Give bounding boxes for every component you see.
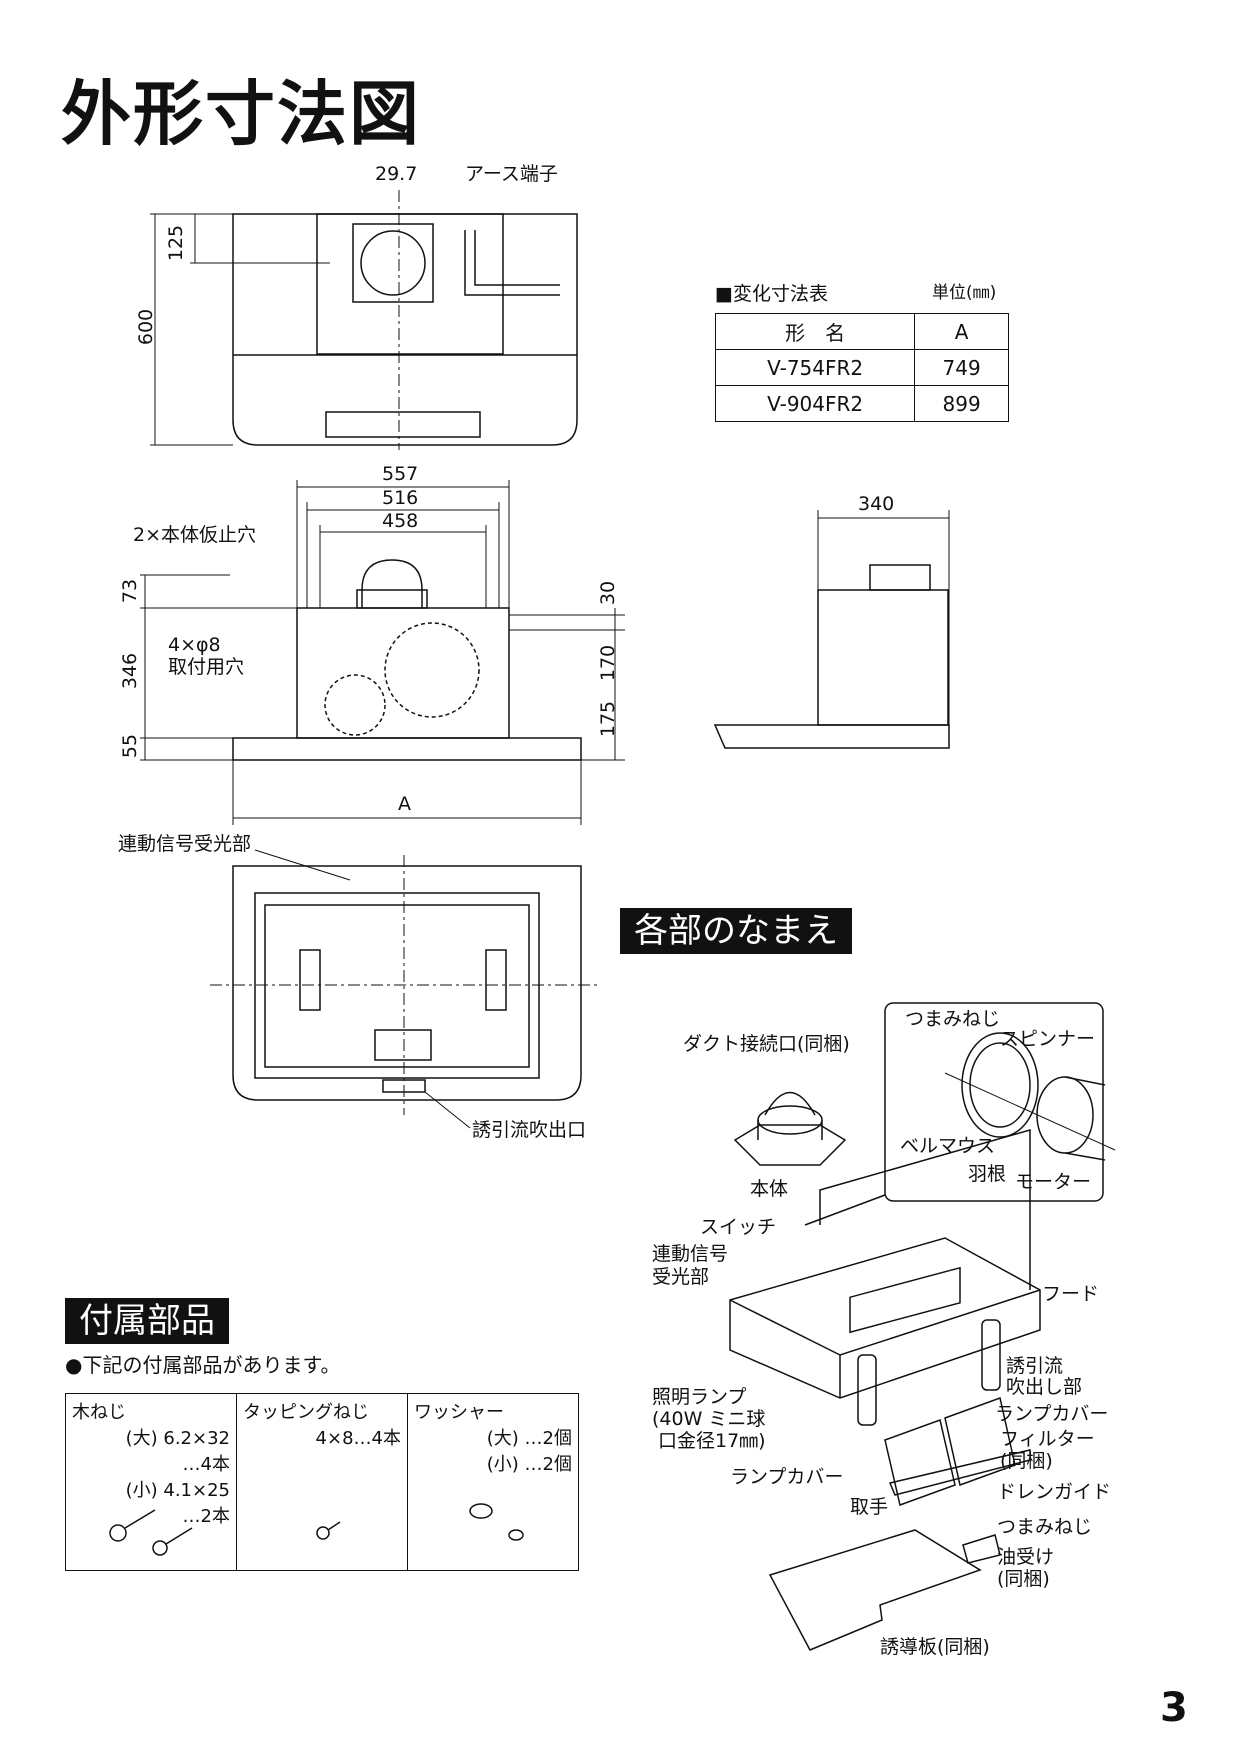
blade-label: 羽根: [968, 1163, 1007, 1185]
receiver-label-2: 受光部: [652, 1266, 710, 1288]
wood-screw-small-qty: …2本: [182, 1506, 230, 1527]
receiver-label-1: 連動信号: [652, 1243, 729, 1265]
guide-plate-label: 誘導板(同梱): [880, 1636, 990, 1658]
washer-name: ワッシャー: [414, 1402, 504, 1423]
tapping-screw-qty: 4×8…4本: [315, 1428, 401, 1449]
outlet-label-1: 誘引流: [1006, 1355, 1064, 1377]
hood-label: フード: [1042, 1283, 1100, 1305]
header-a: A: [914, 313, 1009, 350]
duct-label: ダクト接続口(同梱): [683, 1033, 850, 1055]
knob-screw-bottom-label: つまみねじ: [997, 1516, 1093, 1538]
handle-label: 取手: [850, 1496, 889, 1518]
accessories-table: 木ねじ (大) 6.2×32 …4本 (小) 4.1×25 …2本 タッピングね…: [65, 1393, 579, 1571]
dim-346: 346: [119, 652, 142, 690]
oil-cup-label-1: 油受け: [997, 1546, 1055, 1568]
dim-557: 557: [382, 463, 419, 485]
dim-170: 170: [597, 644, 620, 682]
drain-guide-label: ドレンガイド: [997, 1481, 1112, 1503]
temp-hole-label: 2×本体仮止穴: [133, 524, 257, 546]
wood-screw-large: (大) 6.2×32: [125, 1428, 230, 1449]
dim-125: 125: [165, 224, 188, 262]
hood-exploded-drawing: [729, 1129, 1041, 1651]
size-table-unit: 単位(㎜): [932, 283, 997, 303]
lamp-cover-right-label: ランプカバー: [995, 1403, 1109, 1425]
a-cell: 899: [914, 385, 1009, 422]
switch-label: スイッチ: [700, 1216, 777, 1238]
page-title: 外形寸法図: [61, 73, 421, 155]
earth-terminal-label: アース端子: [465, 163, 558, 185]
dim-30: 30: [597, 580, 620, 606]
spinner-label: スピンナー: [1000, 1028, 1096, 1050]
side-view-drawing: [713, 510, 950, 749]
screw-drawings: [109, 1503, 524, 1556]
dim-175: 175: [597, 700, 620, 738]
knob-screw-top-label: つまみねじ: [905, 1008, 1001, 1030]
filter-label-1: フィルター: [1000, 1428, 1095, 1450]
wood-screw-name: 木ねじ: [72, 1402, 126, 1423]
washer-large-qty: (大) …2個: [486, 1428, 572, 1449]
motor-label: モーター: [1015, 1171, 1092, 1193]
signal-receiver-label: 連動信号受光部: [118, 833, 252, 855]
accessories-heading: 付属部品: [65, 1298, 229, 1344]
dim-516: 516: [382, 487, 419, 509]
top-view-drawing: [150, 190, 578, 450]
dim-458: 458: [382, 510, 419, 532]
mount-hole-label-1: 4×φ8: [168, 634, 221, 656]
mount-hole-label-2: 取付用穴: [168, 656, 245, 678]
model-cell: V-754FR2: [714, 349, 916, 386]
lamp-cover-left-label: ランプカバー: [730, 1466, 844, 1488]
wood-screw-cell: 木ねじ (大) 6.2×32 …4本 (小) 4.1×25 …2本: [66, 1394, 237, 1570]
lamp-label-2: (40W ミニ球: [652, 1408, 766, 1430]
wood-screw-large-qty: …4本: [182, 1454, 230, 1475]
accessories-intro: ●下記の付属部品があります。: [65, 1353, 341, 1377]
oil-cup-label-2: (同梱): [997, 1568, 1050, 1590]
lamp-label-1: 照明ランプ: [652, 1386, 747, 1408]
tapping-screw-cell: タッピングねじ 4×8…4本: [237, 1394, 408, 1570]
washer-cell: ワッシャー (大) …2個 (小) …2個: [408, 1394, 578, 1570]
size-table-title: ■変化寸法表: [715, 283, 828, 305]
duct-connector-drawing: [733, 1091, 847, 1166]
tapping-screw-name: タッピングねじ: [243, 1402, 369, 1423]
fan-exploded-drawing: [944, 1032, 1116, 1161]
dim-600: 600: [135, 308, 158, 346]
dim-a: A: [398, 793, 411, 815]
model-cell: V-904FR2: [714, 385, 916, 422]
fan-callout-box: [884, 1002, 1104, 1202]
wood-screw-small: (小) 4.1×25: [125, 1480, 230, 1501]
dim-73: 73: [119, 578, 142, 604]
dim-55: 55: [119, 733, 142, 759]
outlet-label-2: 吹出し部: [1006, 1376, 1083, 1398]
washer-small-qty: (小) …2個: [486, 1454, 572, 1475]
dim-29-7: 29.7: [375, 163, 418, 185]
page-number: 3: [1160, 1685, 1188, 1731]
bottom-view-drawing: [210, 849, 600, 1129]
parts-heading: 各部のなまえ: [620, 908, 852, 954]
front-view-drawing: [140, 480, 625, 825]
body-label: 本体: [750, 1178, 789, 1200]
bellmouth-label: ベルマウス: [900, 1135, 996, 1157]
lamp-label-3: 口金径17㎜): [658, 1430, 766, 1452]
header-model: 形 名: [714, 313, 916, 350]
induced-outlet-label: 誘引流吹出口: [472, 1119, 587, 1141]
filter-label-2: (同梱): [1000, 1450, 1053, 1472]
a-cell: 749: [914, 349, 1009, 386]
dim-340: 340: [858, 493, 895, 515]
